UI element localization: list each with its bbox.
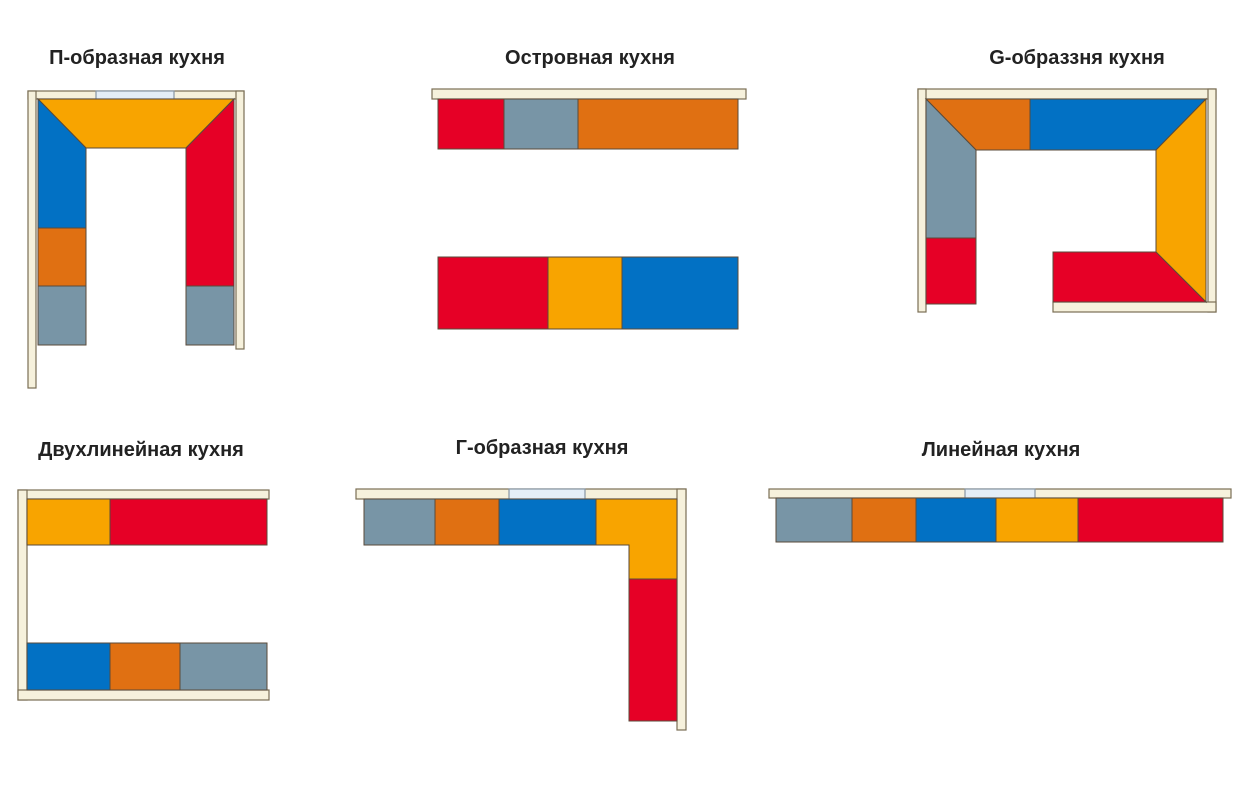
cabinet-gray — [37, 285, 87, 346]
cabinet-yellow — [595, 498, 678, 580]
island-kitchen-title: Островная кухня — [505, 47, 675, 69]
window — [964, 488, 1036, 499]
cabinet-gray — [503, 98, 579, 150]
g-shaped-kitchen-plan — [917, 88, 1217, 313]
l-shaped-kitchen-plan — [355, 488, 687, 731]
cabinet-red — [925, 237, 977, 305]
cabinet-gray — [185, 285, 235, 346]
wall-left — [27, 90, 37, 389]
wall-top — [431, 88, 747, 100]
cabinet-orange — [109, 642, 181, 691]
cabinet-yellow — [995, 497, 1079, 543]
window — [508, 488, 586, 500]
cabinet-gray — [179, 642, 268, 691]
u-shaped-kitchen-title: П-образная кухня — [49, 47, 225, 69]
wall-right — [235, 90, 245, 350]
galley-kitchen-title: Двухлинейная кухня — [38, 439, 244, 461]
cabinet-gray — [775, 497, 853, 543]
wall-bottom — [17, 689, 270, 701]
galley-kitchen-plan — [17, 489, 270, 701]
cabinet-red — [1077, 497, 1224, 543]
wall-top — [917, 88, 1217, 100]
cabinet-blue — [26, 642, 111, 691]
wall-left — [17, 489, 28, 701]
wall-right — [1207, 88, 1217, 313]
wall-bottom — [1052, 301, 1217, 313]
cabinet-red — [1052, 251, 1208, 303]
cabinet-red — [628, 578, 678, 722]
island-kitchen-plan — [431, 88, 747, 330]
linear-kitchen-plan — [768, 488, 1232, 543]
cabinet-orange — [37, 227, 87, 287]
l-shaped-kitchen-title: Г-образная кухня — [455, 437, 629, 459]
g-shaped-kitchen-title: G-образзня кухня — [989, 47, 1165, 69]
island-blue — [621, 256, 739, 330]
wall-top — [17, 489, 270, 500]
cabinet-blue — [915, 497, 997, 543]
cabinet-blue — [498, 498, 597, 546]
island-yellow — [547, 256, 623, 330]
u-shaped-kitchen-plan — [27, 90, 245, 389]
cabinet-orange — [577, 98, 739, 150]
cabinet-red — [437, 98, 505, 150]
cabinet-red — [109, 498, 268, 546]
cabinet-orange — [851, 497, 917, 543]
linear-kitchen-title: Линейная кухня — [921, 439, 1081, 461]
cabinet-yellow — [26, 498, 111, 546]
window — [95, 90, 175, 100]
island-red — [437, 256, 549, 330]
cabinet-gray — [363, 498, 436, 546]
cabinet-orange — [434, 498, 500, 546]
wall-left — [917, 88, 927, 313]
wall-right — [676, 488, 687, 731]
